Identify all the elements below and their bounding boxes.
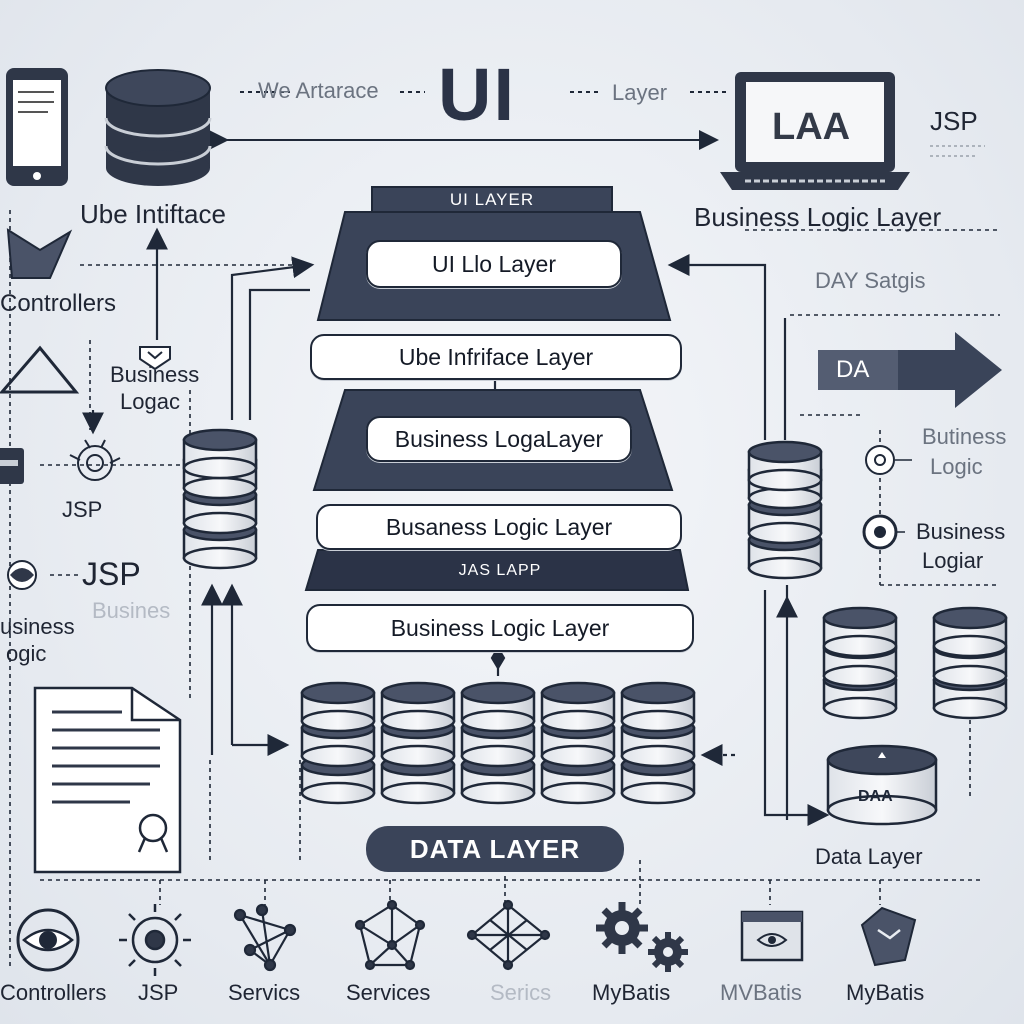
monitor-icon: [740, 910, 804, 962]
gears-icon: [596, 902, 688, 972]
network-icon-3: [466, 899, 551, 971]
layer-pill-business-2: Busaness Logic Layer: [316, 504, 682, 550]
logiar-label: Logiar: [922, 548, 984, 573]
controllers-label: Controllers: [0, 290, 117, 317]
document-icon: [33, 686, 182, 874]
laptop-screen-text: LAA: [772, 106, 851, 148]
layer-pill-interface: Ube Infriface Layer: [310, 334, 682, 380]
business-logic-layer-label: Business Logic Layer: [694, 202, 942, 232]
eye-icon: [16, 908, 80, 972]
faint-busines-label: Busines: [92, 598, 171, 623]
network-icon: [233, 903, 297, 972]
logac-label: Logac: [120, 389, 180, 414]
butiness-label: Butiness: [922, 424, 1007, 449]
database-stack-right-b: [932, 606, 1008, 720]
bottom-label-serics: Serics: [490, 980, 552, 1005]
left-connectors: [82, 227, 315, 756]
database-stack-right: [747, 440, 823, 580]
folder-icon: [0, 448, 24, 484]
gear-sketch-icon: [69, 439, 121, 481]
laptop-icon: [720, 72, 910, 190]
db-tag-label: DAA: [858, 788, 893, 805]
ogic-label: ogic: [6, 641, 47, 666]
bottom-label-jsp: JSP: [138, 980, 179, 1005]
layer-pill-ui: UI Llo Layer: [366, 240, 622, 288]
bottom-label-servics: Servics: [228, 980, 301, 1005]
globe-icon: [7, 560, 37, 590]
arrow-right-icon: [818, 332, 1002, 408]
logic-label: Logic: [930, 454, 983, 479]
jsp-large-label: JSP: [82, 556, 141, 592]
ube-intiface-label: Ube Intiftace: [80, 199, 226, 229]
bottom-label-controllers: Controllers: [0, 980, 107, 1005]
layer-pill-business-1: Business LogaLayer: [366, 416, 632, 462]
header-connector: [209, 91, 730, 150]
business-right-label: Business: [916, 519, 1006, 544]
jsp-small-label: JSP: [62, 497, 103, 522]
gear-network-icon: [119, 904, 191, 976]
layer-pill-business-3: Business Logic Layer: [306, 604, 694, 652]
jas-lapp-band: JAS LAPP: [458, 562, 542, 579]
bottom-label-services: Services: [346, 980, 431, 1005]
data-layer-badge: DATA LAYER: [366, 826, 624, 872]
arrow-da-label: DA: [836, 356, 870, 383]
jsp-right-label: JSP: [930, 106, 978, 136]
ui-layer-band: UI LAYER: [449, 190, 535, 209]
day-satgis-label: DAY Satgis: [815, 268, 926, 293]
bird-icon: [6, 228, 73, 279]
usiness-label: usiness: [0, 614, 75, 639]
data-layer-caption: Data Layer: [815, 844, 923, 869]
business-label: Business: [110, 362, 200, 387]
bird-badge-icon: [860, 906, 917, 967]
database-row: [300, 681, 696, 805]
mountain-icon: [0, 345, 80, 394]
bottom-label-mybatis-1: MyBatis: [592, 980, 671, 1005]
bottom-label-mybatis-2: MyBatis: [846, 980, 925, 1005]
database-stack-left: [182, 428, 258, 570]
database-single-icon: [826, 744, 938, 826]
phone-icon: [6, 68, 68, 186]
network-icon-2: [354, 899, 426, 971]
database-icon: [104, 69, 212, 186]
shield-icon: [139, 346, 171, 371]
small-node-icons: [862, 445, 898, 550]
jsp-detail-lines: [930, 145, 985, 157]
right-connectors: [667, 229, 1000, 826]
header-right-caption: Layer: [612, 80, 668, 105]
page-title: UI: [438, 53, 516, 136]
bottom-label-mvbatis: MVBatis: [720, 980, 802, 1005]
header-left-caption: We Artarace: [258, 78, 379, 103]
database-stack-right-a: [822, 606, 898, 720]
